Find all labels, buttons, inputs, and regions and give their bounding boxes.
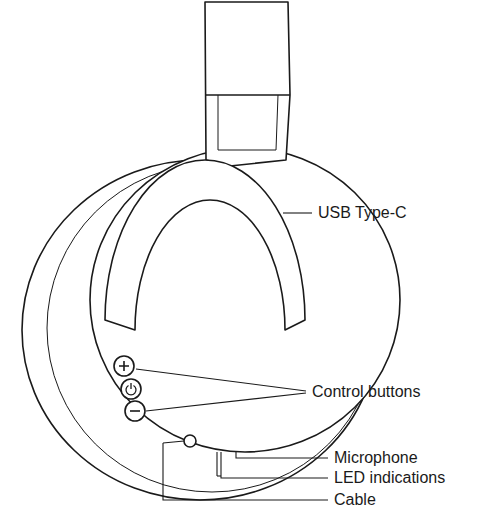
leader-line <box>217 475 221 476</box>
plus-symbol <box>119 361 129 371</box>
leader-line <box>163 441 184 443</box>
part-label: LED indications <box>334 469 445 487</box>
power-symbol <box>126 383 136 395</box>
part-label: USB Type-C <box>318 204 407 222</box>
plus-button <box>114 356 134 376</box>
part-label: Microphone <box>334 449 418 467</box>
headband-slider <box>218 95 278 150</box>
cable-jack <box>184 435 196 447</box>
part-label: Control buttons <box>312 383 421 401</box>
yoke <box>105 160 305 330</box>
leader-line <box>236 452 328 458</box>
minus-symbol <box>130 410 140 412</box>
leader-line <box>136 369 306 391</box>
part-label: Cable <box>334 491 376 509</box>
leader-line <box>283 212 312 213</box>
headband <box>205 2 290 166</box>
minus-button <box>125 401 145 421</box>
power-button <box>121 379 141 399</box>
headband-slider <box>206 94 290 96</box>
leader-line <box>217 452 328 478</box>
leader-line <box>146 393 306 411</box>
ear-cup <box>90 148 400 452</box>
leader-line <box>163 443 328 500</box>
